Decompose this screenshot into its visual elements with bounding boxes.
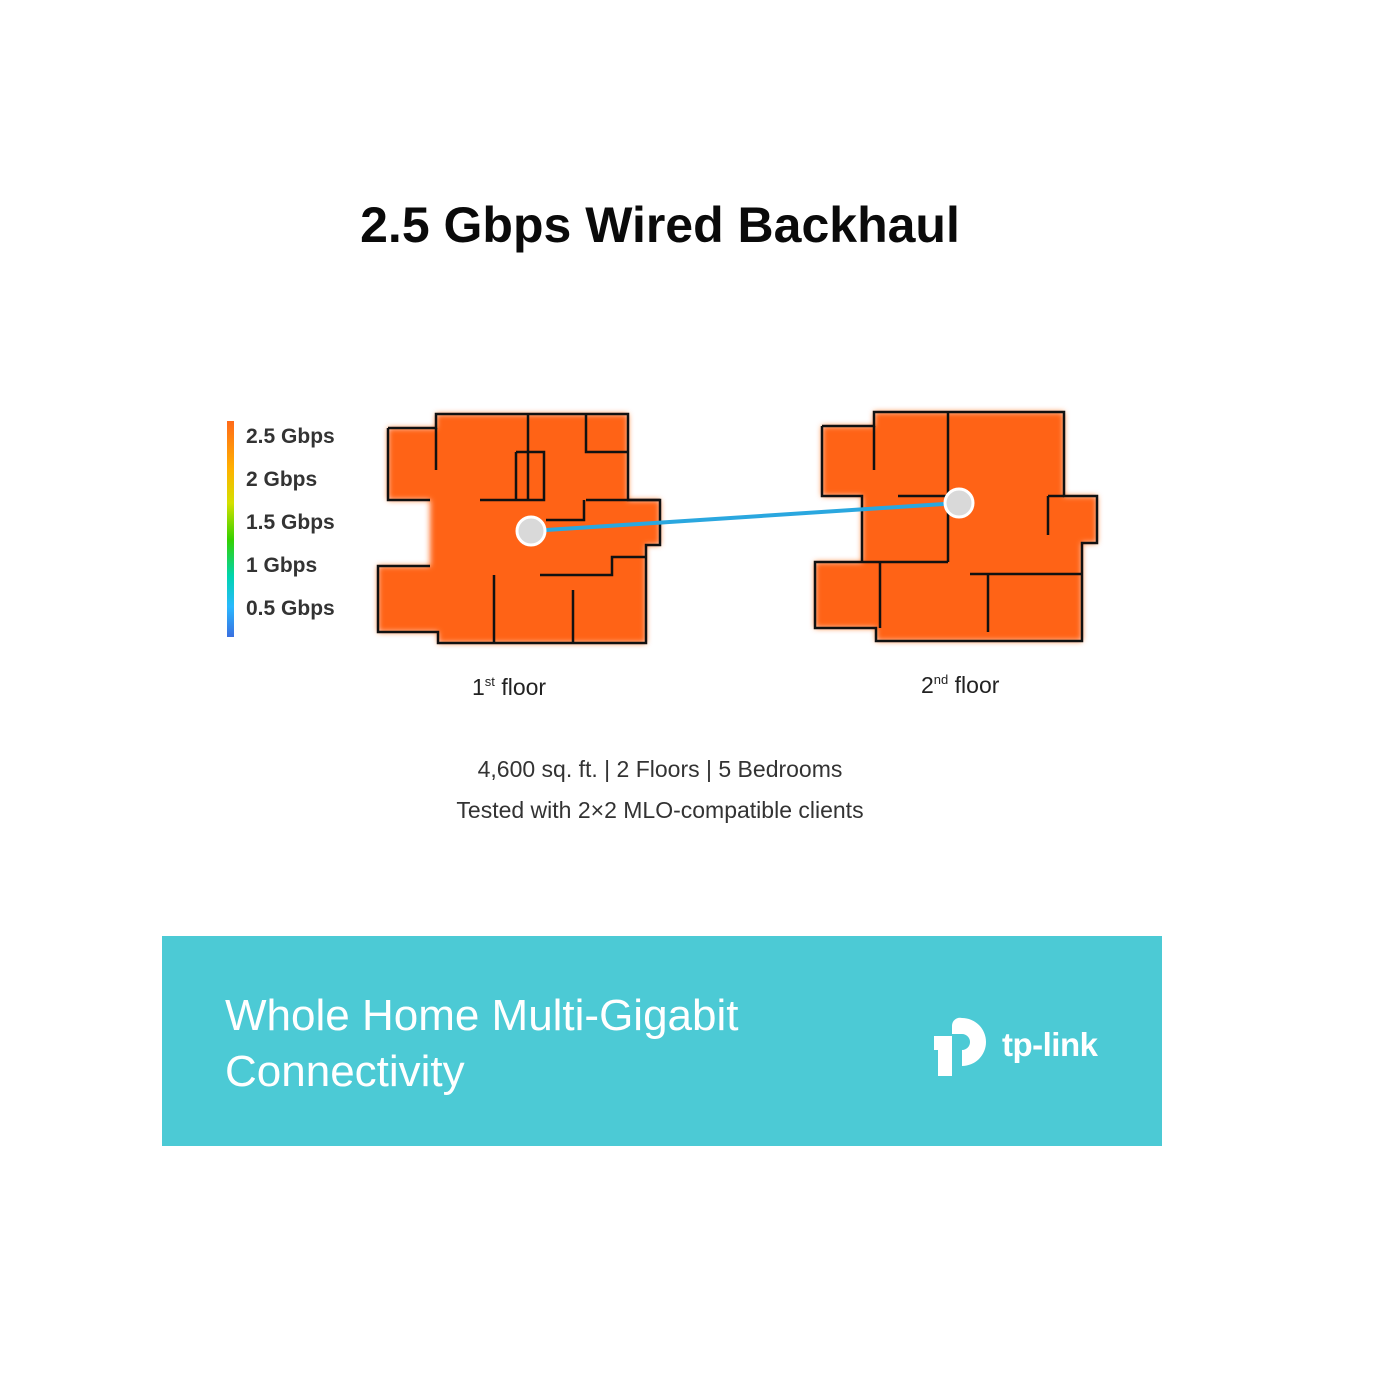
legend-label-1-5: 1.5 Gbps (246, 511, 335, 534)
tp-link-logo: tp-link (932, 1010, 1112, 1080)
first-floor-walls (376, 412, 662, 645)
test-note: Tested with 2×2 MLO-compatible clients (456, 797, 864, 823)
second-floor-walls (813, 410, 1099, 643)
banner-line-2: Connectivity (225, 1047, 465, 1096)
first-floor-label: floor (501, 674, 547, 700)
legend-label-0-5: 0.5 Gbps (246, 597, 335, 620)
legend-gradient-bar (227, 421, 234, 637)
second-floor-label: floor (954, 672, 1000, 698)
banner-line-1: Whole Home Multi-Gigabit (225, 991, 739, 1040)
router-node-first-floor (515, 515, 547, 547)
first-floor-suffix: st (484, 674, 495, 689)
first-floor-caption: 1st floor (472, 674, 546, 701)
backhaul-link-line (530, 501, 960, 533)
home-specs: 4,600 sq. ft. | 2 Floors | 5 Bedrooms (477, 756, 843, 782)
second-floor-suffix: nd (933, 672, 949, 687)
banner: Whole Home Multi-Gigabit Connectivity tp… (162, 936, 1162, 1146)
tp-link-logo-icon (934, 1017, 986, 1076)
second-floor-caption: 2nd floor (921, 672, 999, 699)
legend-label-1: 1 Gbps (246, 554, 318, 577)
second-floor-number: 2 (921, 672, 934, 698)
floor-plans (376, 410, 1099, 645)
page-title: 2.5 Gbps Wired Backhaul (360, 197, 960, 253)
first-floor-number: 1 (472, 674, 485, 700)
banner-headline: Whole Home Multi-Gigabit Connectivity (225, 988, 739, 1100)
legend-label-2: 2 Gbps (246, 468, 318, 491)
second-floor-coverage (815, 412, 1097, 641)
legend-label-2-5: 2.5 Gbps (246, 425, 335, 448)
tp-link-wordmark: tp-link (1002, 1026, 1098, 1063)
second-floor-plan (815, 412, 1097, 641)
router-node-second-floor (943, 487, 975, 519)
